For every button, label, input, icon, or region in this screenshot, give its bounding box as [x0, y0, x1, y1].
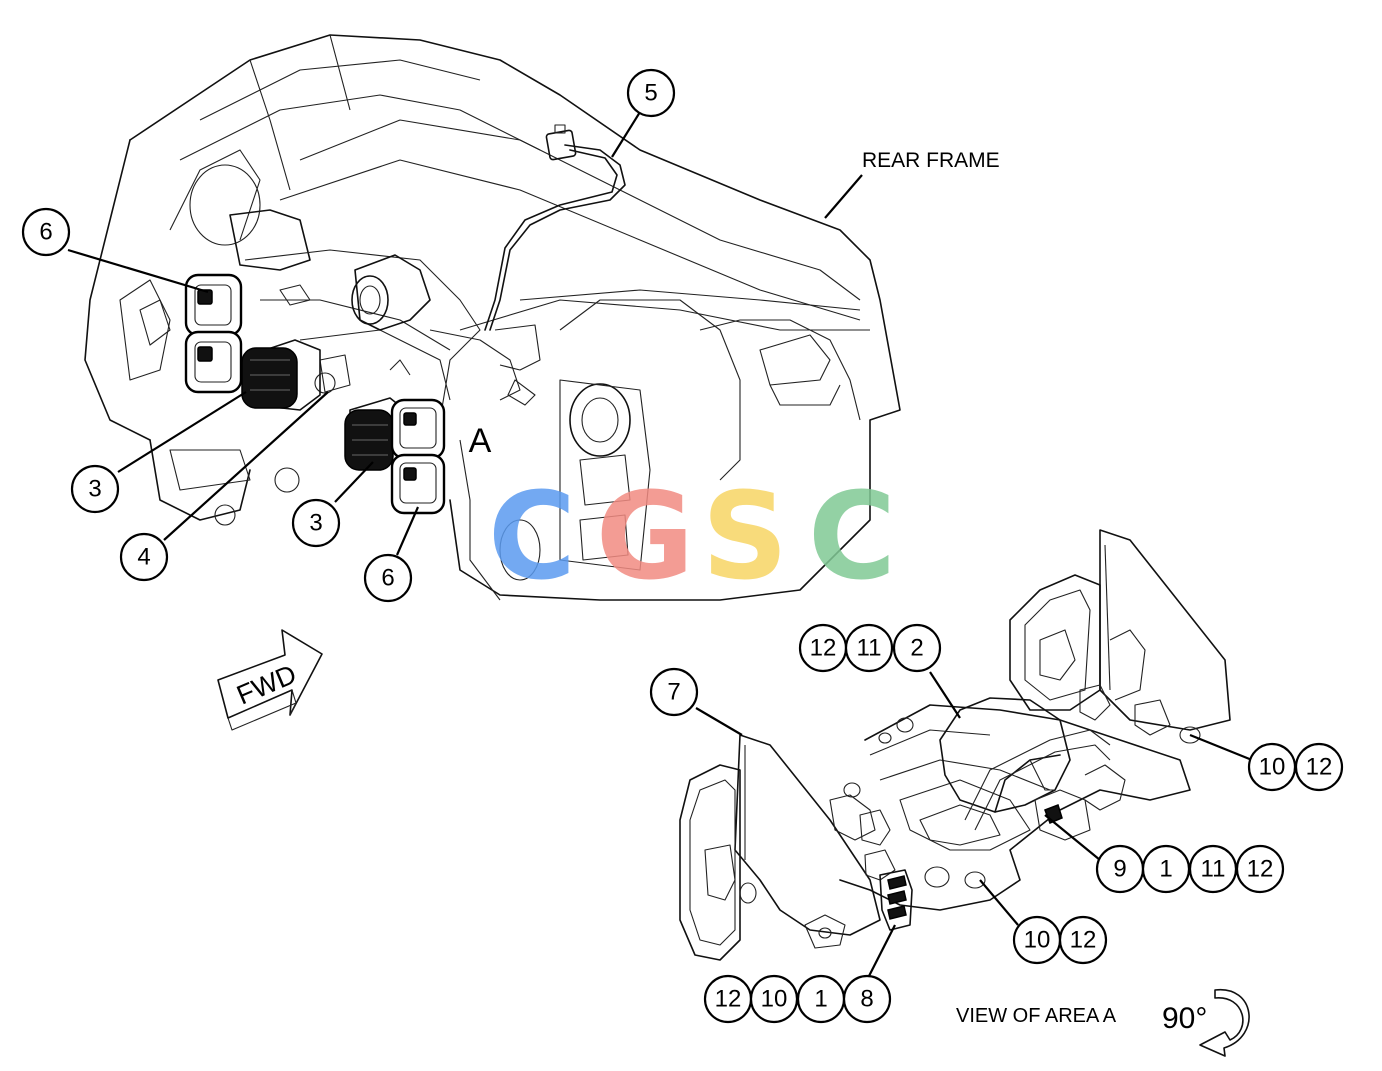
rotation-arrow-icon	[1199, 989, 1250, 1057]
callout-group-2-item-b: 11	[857, 635, 882, 662]
rear-frame-label: REAR FRAME	[862, 149, 1000, 172]
callout-group-2-item-c: 2	[910, 635, 923, 662]
black-lamp-left	[241, 339, 321, 411]
horn-mount-assembly	[229, 209, 541, 421]
callout-3-left: 3	[70, 464, 120, 514]
watermark-letter-c1: C	[488, 468, 576, 607]
view-caption: VIEW OF AREA A	[956, 1005, 1117, 1027]
callout-group-10-12-upper: 10 12	[1247, 742, 1344, 792]
cgsc-watermark: C G S C	[488, 468, 896, 607]
fwd-arrow: FWD	[217, 629, 323, 731]
callout-group-12-11-2: 12 11 2	[798, 623, 942, 673]
callout-group-9-item-d: 12	[1247, 856, 1274, 883]
callout-5-text: 5	[644, 80, 657, 107]
callout-7-text: 7	[667, 679, 680, 706]
callout-group-9-item-a: 9	[1113, 856, 1126, 883]
callout-group-8-item-c: 1	[814, 986, 827, 1013]
callout-group-9-item-b: 1	[1159, 856, 1172, 883]
callout-3-left-text: 3	[88, 476, 101, 503]
wiring-harness	[484, 124, 626, 331]
rear-frame-outline	[84, 34, 901, 601]
callout-5: 5	[626, 68, 676, 118]
callout-group-10b-item-b: 12	[1070, 927, 1097, 954]
callout-6-upper-text: 6	[39, 219, 52, 246]
callout-group-10b-item-a: 10	[1024, 927, 1051, 954]
watermark-letter-g: G	[596, 468, 695, 607]
callout-group-8-item-a: 12	[715, 986, 742, 1013]
rotation-label: 90°	[1162, 1002, 1207, 1035]
callout-6-lower-text: 6	[381, 565, 394, 592]
callout-7: 7	[649, 667, 699, 717]
callout-3-right-text: 3	[309, 510, 322, 537]
callout-group-8-item-d: 8	[860, 986, 873, 1013]
callout-6-lower: 6	[363, 553, 413, 603]
callout-6-upper: 6	[21, 207, 71, 257]
callout-group-10-12-lower: 10 12	[1012, 915, 1108, 965]
callout-group-2-item-a: 12	[810, 635, 837, 662]
leader-lines	[67, 111, 1253, 979]
callout-group-9-item-c: 11	[1201, 856, 1226, 883]
callout-group-9-1-11-12: 9 1 11 12	[1095, 844, 1285, 894]
area-a-marker: A	[469, 422, 492, 460]
callout-4: 4	[119, 532, 169, 582]
rear-frame-leader	[824, 174, 863, 219]
watermark-letter-s: S	[702, 468, 788, 607]
detail-view-area-a	[679, 529, 1231, 961]
work-lamp-right-pair	[390, 398, 446, 515]
callout-group-8-item-b: 10	[761, 986, 788, 1013]
callout-4-text: 4	[137, 544, 150, 571]
callout-group-12-10-1-8: 12 10 1 8	[703, 974, 892, 1024]
callout-group-10a-item-a: 10	[1259, 754, 1286, 781]
watermark-letter-c2: C	[808, 468, 896, 607]
work-lamp-left-pair	[184, 273, 243, 394]
callout-group-10a-item-b: 12	[1306, 754, 1333, 781]
callout-3-right: 3	[291, 498, 341, 548]
